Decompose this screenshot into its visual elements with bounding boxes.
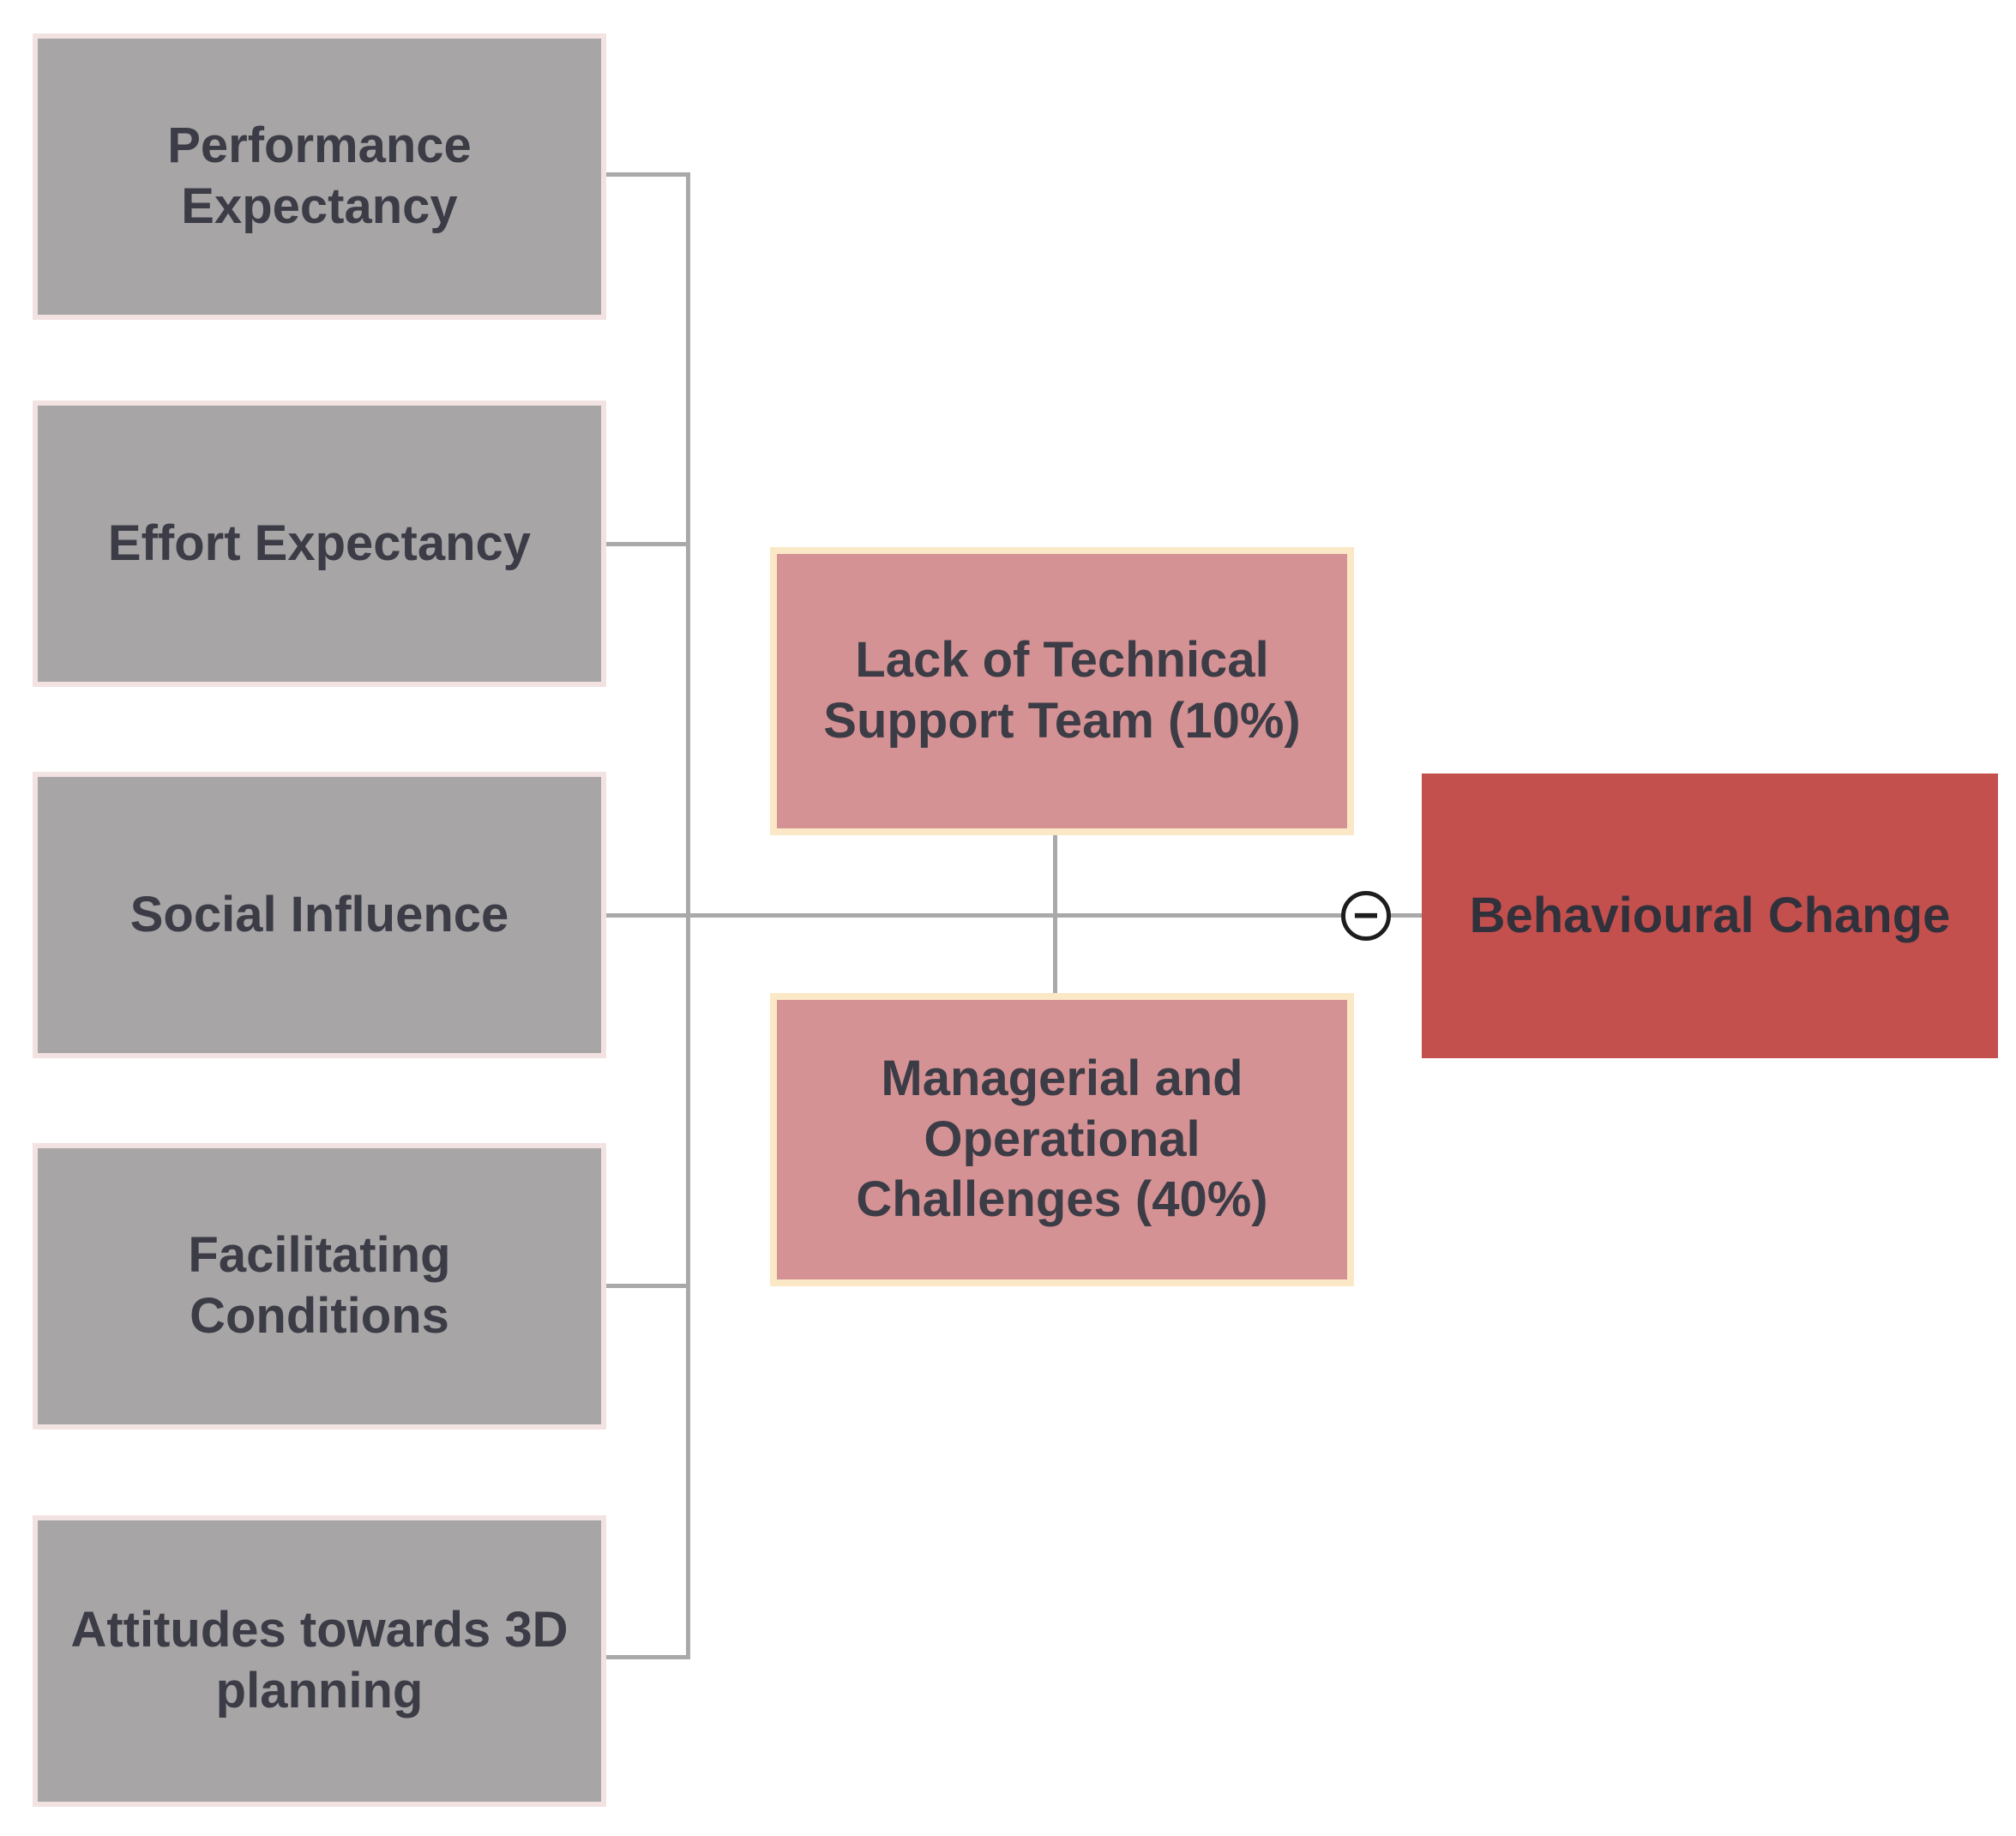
barrier-connector-vertical-line: [1053, 834, 1057, 995]
node-managerial-operational-challenges: Managerial and Operational Challenges (4…: [770, 993, 1354, 1286]
node-lack-of-technical-support: Lack of Technical Support Team (10%): [770, 547, 1354, 835]
minus-glyph: −: [1352, 891, 1380, 941]
node-attitudes-3d-planning: Attitudes towards 3D planning: [33, 1515, 606, 1807]
connector-stub-facilitating: [606, 1284, 690, 1288]
node-label: Facilitating Conditions: [188, 1227, 451, 1344]
node-label: Behavioural Change: [1469, 887, 1951, 943]
node-performance-expectancy: Performance Expectancy: [33, 33, 606, 320]
node-label: Effort Expectancy: [107, 515, 532, 571]
node-facilitating-conditions: Facilitating Conditions: [33, 1143, 606, 1430]
connector-stub-attitudes: [606, 1655, 690, 1659]
node-label: Social Influence: [129, 886, 509, 942]
connector-stub-effort: [606, 542, 690, 546]
node-label: Managerial and Operational Challenges (4…: [856, 1050, 1268, 1228]
negative-effect-icon: −: [1341, 891, 1391, 941]
node-label: Performance Expectancy: [167, 117, 472, 234]
node-label: Lack of Technical Support Team (10%): [823, 632, 1301, 749]
node-behavioural-change: Behavioural Change: [1422, 774, 1998, 1058]
node-label: Attitudes towards 3D planning: [70, 1602, 569, 1719]
connector-main-horizontal-line: [606, 913, 1423, 918]
node-social-influence: Social Influence: [33, 772, 606, 1058]
node-effort-expectancy: Effort Expectancy: [33, 400, 606, 687]
connector-stub-performance: [606, 172, 690, 177]
